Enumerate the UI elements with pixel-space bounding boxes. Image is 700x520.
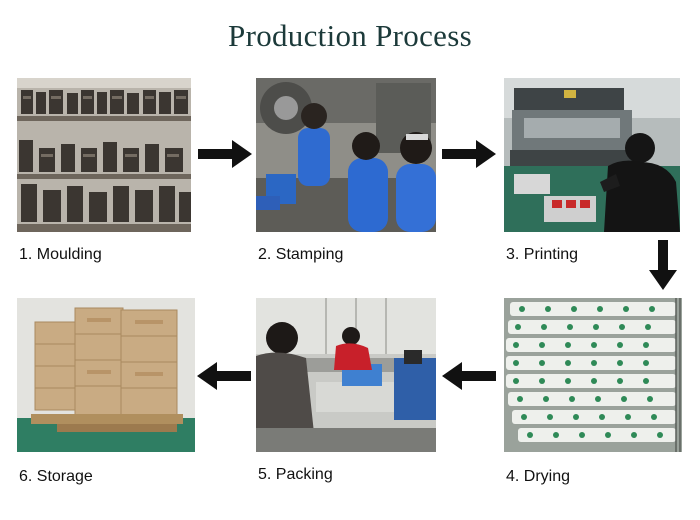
step-label-printing: 3. Printing [506, 246, 579, 263]
drying-photo [504, 298, 682, 452]
right-arrow-icon [442, 140, 496, 168]
step-label-drying: 4. Drying [506, 468, 571, 485]
right-arrow-icon [198, 140, 252, 168]
diagram-title: Production Process [228, 18, 472, 53]
packing-photo [256, 298, 436, 452]
step-label-packing: 5. Packing [258, 466, 333, 483]
step-label-storage: 6. Storage [19, 468, 93, 485]
step-label-moulding: 1. Moulding [19, 246, 102, 263]
storage-photo [17, 298, 195, 452]
step-label-stamping: 2. Stamping [258, 246, 344, 263]
stamping-photo [256, 78, 436, 232]
printing-photo [504, 78, 680, 232]
left-arrow-icon [197, 362, 251, 390]
down-arrow-icon [649, 240, 677, 290]
moulding-photo [17, 78, 191, 232]
left-arrow-icon [442, 362, 496, 390]
